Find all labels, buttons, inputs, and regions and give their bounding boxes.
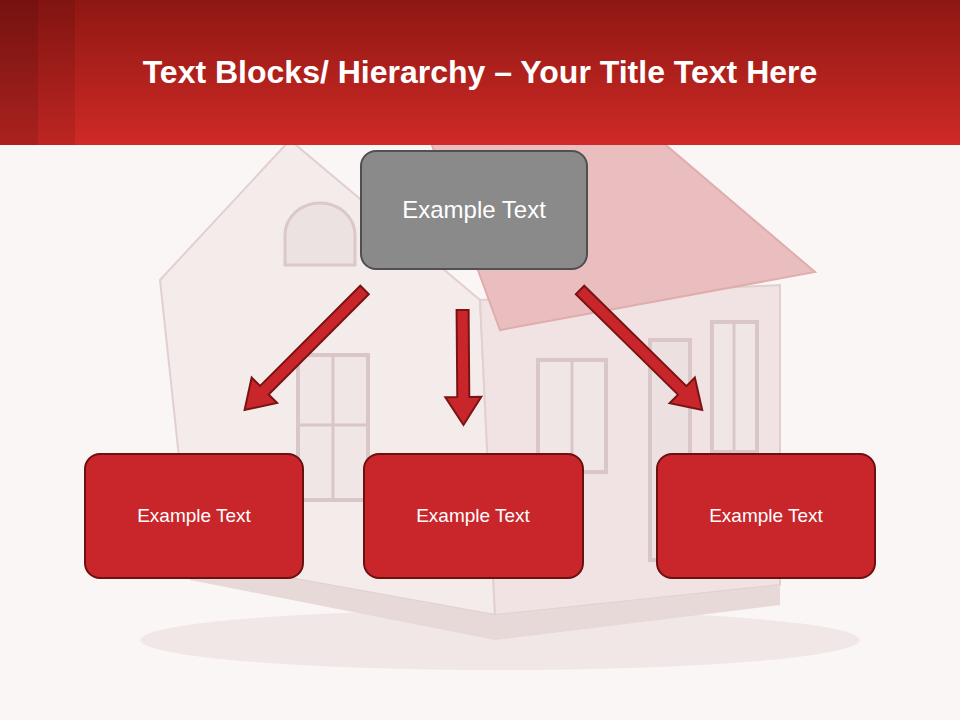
box-label: Example Text [137, 505, 251, 528]
house-side-window [712, 322, 757, 452]
header-stripe [38, 0, 75, 145]
header-bar [0, 0, 960, 145]
top-box: Example Text [360, 150, 588, 270]
child-box: Example Text [363, 453, 584, 579]
child-box: Example Text [84, 453, 304, 579]
box-label: Example Text [709, 505, 823, 528]
block-arrow [576, 286, 702, 410]
block-arrow [445, 310, 481, 425]
box-label: Example Text [416, 505, 530, 528]
header-stripe [0, 0, 38, 145]
block-arrow [245, 286, 369, 410]
child-box: Example Text [656, 453, 876, 579]
house-arched-window [285, 203, 355, 265]
house-illustration [140, 140, 860, 670]
house-front-window [298, 355, 368, 500]
slide-title-area: Text Blocks/ Hierarchy – Your Title Text… [0, 0, 960, 145]
slide-title: Text Blocks/ Hierarchy – Your Title Text… [143, 54, 818, 91]
box-label: Example Text [402, 196, 546, 225]
